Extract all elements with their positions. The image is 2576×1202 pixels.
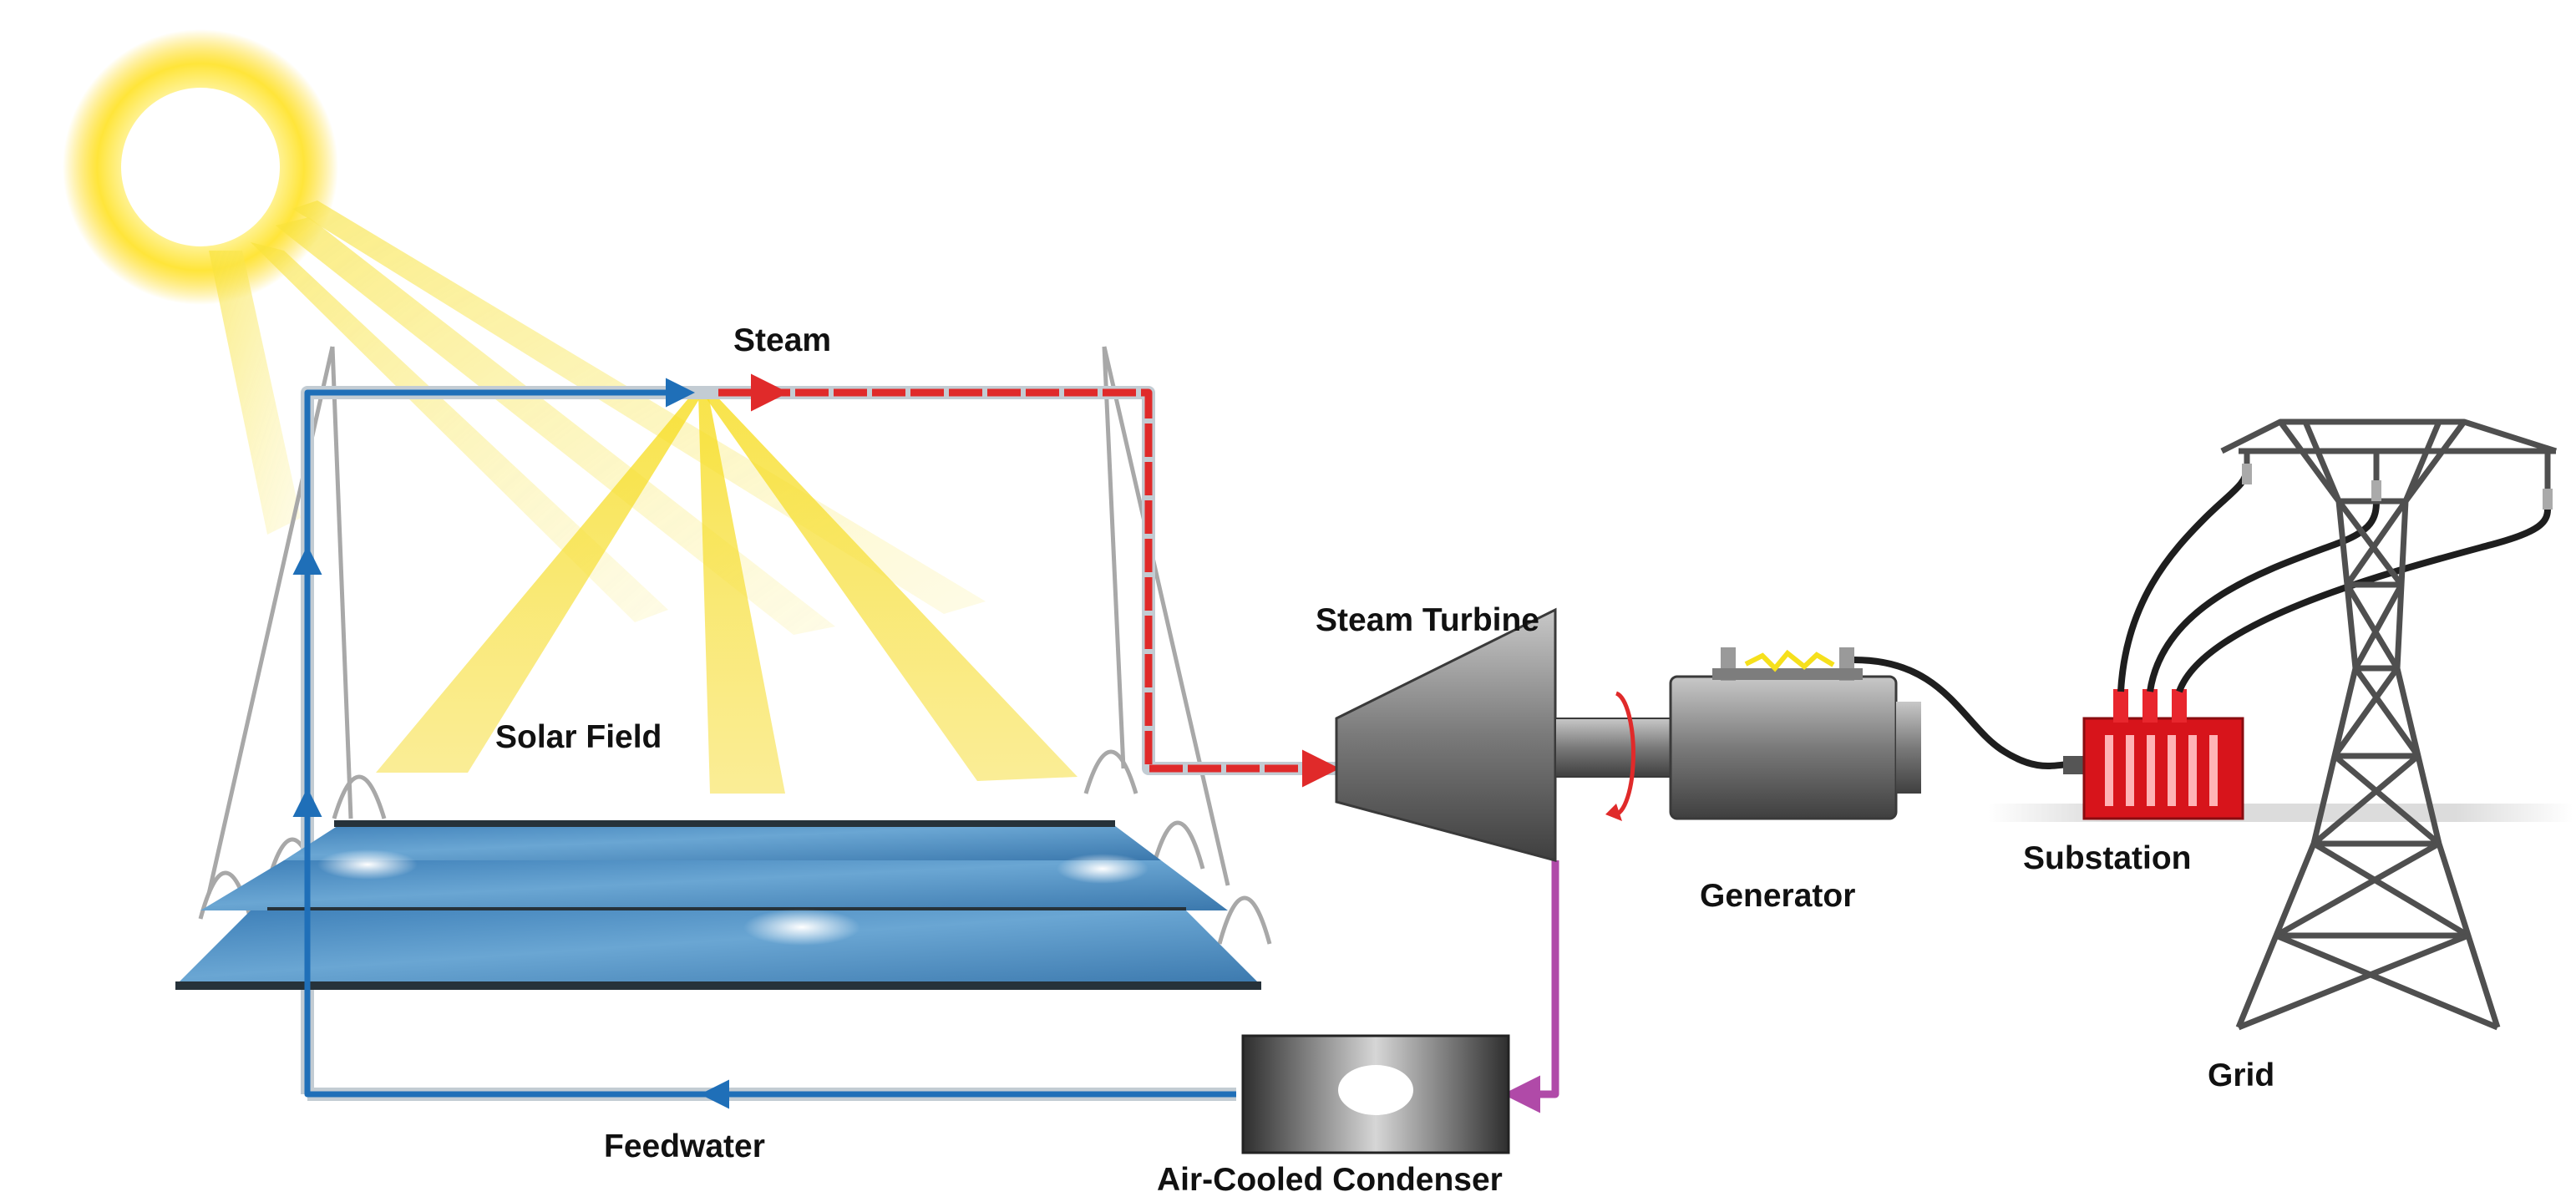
ground-shadow — [1988, 804, 2573, 822]
tower-insulators — [2242, 464, 2553, 510]
label-generator: Generator — [1700, 878, 1855, 914]
substation — [2063, 689, 2244, 820]
label-steam: Steam — [733, 322, 831, 358]
condensate-line — [1503, 860, 1559, 1113]
mirror-row-back — [284, 823, 1161, 860]
generator — [1669, 647, 1921, 820]
label-substation: Substation — [2023, 840, 2192, 876]
label-feedwater: Feedwater — [604, 1128, 765, 1164]
electricity-spark — [1744, 649, 1835, 672]
mirror-row-middle — [200, 860, 1228, 910]
rotation-arrow-icon — [1611, 691, 1635, 817]
feedwater-line — [292, 378, 1236, 1109]
mirror-row-front — [175, 910, 1261, 986]
sun-icon — [63, 29, 338, 305]
transmission-cables — [2117, 467, 2551, 693]
solar-field — [175, 820, 1261, 990]
turbine-shaft — [1554, 718, 1690, 778]
air-cooled-condenser — [1241, 1034, 1510, 1154]
transmission-tower — [2220, 418, 2558, 1031]
steam-line — [718, 373, 1340, 788]
label-condenser: Air-Cooled Condenser — [1157, 1162, 1503, 1198]
steam-turbine — [1335, 607, 1690, 862]
label-steam-turbine: Steam Turbine — [1316, 602, 1539, 638]
label-solar-field: Solar Field — [495, 719, 662, 755]
label-grid: Grid — [2208, 1057, 2274, 1093]
reflected-beams — [376, 391, 1078, 794]
power-cable — [1853, 657, 2072, 769]
